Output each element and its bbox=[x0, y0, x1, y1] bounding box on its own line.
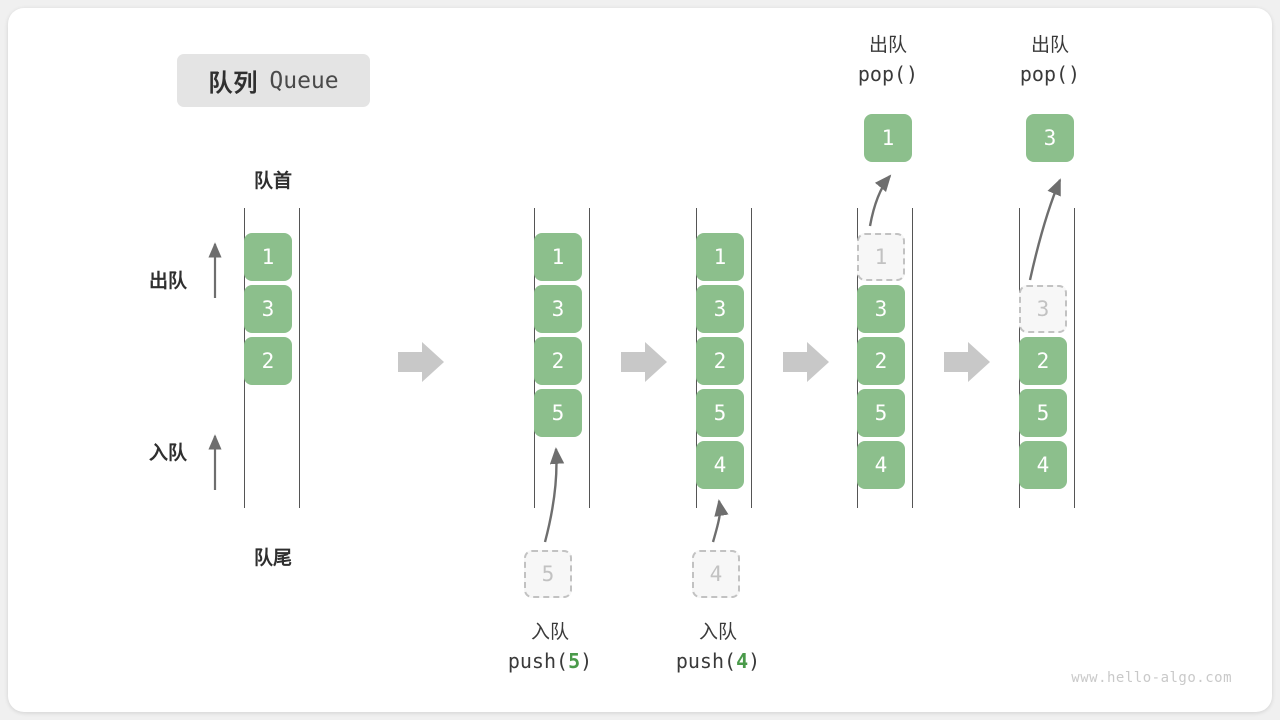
queue-rail-right-5 bbox=[1074, 208, 1075, 508]
removed-element-slot: 3 bbox=[1019, 285, 1067, 333]
queue-rail-right-2 bbox=[589, 208, 590, 508]
popped-element: 1 bbox=[864, 114, 912, 162]
push-arrow-5 bbox=[543, 447, 565, 543]
watermark: www.hello-algo.com bbox=[1071, 670, 1232, 686]
queue-item: 3 bbox=[696, 285, 744, 333]
push-arrow-4 bbox=[711, 499, 729, 543]
step-arrow bbox=[621, 342, 667, 382]
diagram-card: 队列 Queue 队首 1 3 2 出队 入队 队尾 1 3 2 5 5 入队 … bbox=[8, 8, 1272, 712]
queue-item-new: 5 bbox=[534, 389, 582, 437]
title-badge: 队列 Queue bbox=[177, 54, 370, 107]
dequeue-direction-label: 出队 bbox=[149, 271, 188, 292]
removed-element-slot: 1 bbox=[857, 233, 905, 281]
popped-element: 3 bbox=[1026, 114, 1074, 162]
push-label-code: push(5) bbox=[507, 648, 593, 673]
push-label-code: push(4) bbox=[675, 648, 761, 673]
pop-label-cn: 出队 bbox=[868, 35, 907, 56]
step-arrow bbox=[398, 342, 444, 382]
push-label-cn: 入队 bbox=[530, 622, 569, 643]
queue-item: 4 bbox=[1019, 441, 1067, 489]
push-label-cn: 入队 bbox=[698, 622, 737, 643]
pop-operation-label-1: 出队 pop() bbox=[798, 32, 978, 89]
pop-arrow-1 bbox=[868, 174, 892, 227]
step-arrow bbox=[944, 342, 990, 382]
queue-item: 3 bbox=[857, 285, 905, 333]
title-chinese: 队列 bbox=[208, 70, 259, 97]
push-operation-label-2: 入队 push(4) bbox=[628, 619, 808, 676]
pop-arrow-3 bbox=[1028, 178, 1062, 281]
queue-item: 4 bbox=[857, 441, 905, 489]
pop-label-code: pop() bbox=[857, 61, 919, 86]
queue-item: 5 bbox=[1019, 389, 1067, 437]
queue-item: 5 bbox=[857, 389, 905, 437]
enqueue-direction-label: 入队 bbox=[149, 443, 188, 464]
queue-rail-right-1 bbox=[299, 208, 300, 508]
queue-item: 1 bbox=[534, 233, 582, 281]
queue-item: 3 bbox=[534, 285, 582, 333]
step-arrow bbox=[783, 342, 829, 382]
queue-head-label: 队首 bbox=[253, 171, 292, 192]
pop-operation-label-2: 出队 pop() bbox=[960, 32, 1140, 89]
pop-label-code: pop() bbox=[1019, 61, 1081, 86]
queue-rail-right-3 bbox=[751, 208, 752, 508]
queue-rail-right-4 bbox=[912, 208, 913, 508]
queue-item: 2 bbox=[534, 337, 582, 385]
queue-item: 1 bbox=[696, 233, 744, 281]
queue-item: 2 bbox=[244, 337, 292, 385]
push-operation-label-1: 入队 push(5) bbox=[460, 619, 640, 676]
queue-item-new: 4 bbox=[696, 441, 744, 489]
queue-item: 2 bbox=[1019, 337, 1067, 385]
title-english: Queue bbox=[269, 67, 339, 94]
queue-item: 1 bbox=[244, 233, 292, 281]
pending-push-element: 4 bbox=[692, 550, 740, 598]
arrows-overlay bbox=[208, 174, 1062, 543]
pending-push-element: 5 bbox=[524, 550, 572, 598]
queue-item: 5 bbox=[696, 389, 744, 437]
queue-item: 3 bbox=[244, 285, 292, 333]
queue-tail-label: 队尾 bbox=[253, 548, 292, 569]
queue-item: 2 bbox=[696, 337, 744, 385]
queue-item: 2 bbox=[857, 337, 905, 385]
pop-label-cn: 出队 bbox=[1030, 35, 1069, 56]
